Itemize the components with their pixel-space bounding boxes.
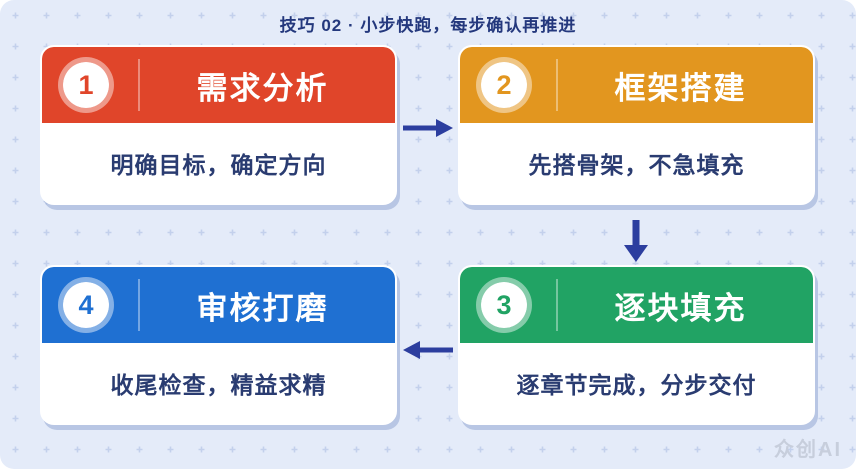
step-4-title: 审核打磨 xyxy=(196,290,329,326)
step-3-header: 3 逐块填充 xyxy=(460,267,813,343)
step-card-1: 1 需求分析 明确目标，确定方向 xyxy=(40,45,397,205)
step-4-header: 4 审核打磨 xyxy=(42,267,395,343)
step-1-number: 1 xyxy=(78,69,94,100)
step-3-title: 逐块填充 xyxy=(614,290,747,326)
arrow-left-icon xyxy=(403,341,453,359)
step-2-header: 2 框架搭建 xyxy=(460,47,813,123)
step-2-description: 先搭骨架，不急填充 xyxy=(460,123,813,203)
step-4-number-badge: 4 xyxy=(58,277,114,333)
step-1-number-badge: 1 xyxy=(58,57,114,113)
step-2-title: 框架搭建 xyxy=(614,70,747,106)
step-2-number: 2 xyxy=(496,69,512,100)
step-card-3: 3 逐块填充 逐章节完成，分步交付 xyxy=(458,265,815,425)
arrow-right-icon xyxy=(403,119,453,137)
watermark: 众创AI xyxy=(774,439,842,461)
step-4-number: 4 xyxy=(78,289,94,320)
header-divider xyxy=(556,59,558,111)
step-1-description: 明确目标，确定方向 xyxy=(42,123,395,203)
step-2-number-badge: 2 xyxy=(476,57,532,113)
step-3-description: 逐章节完成，分步交付 xyxy=(460,343,813,423)
step-1-header: 1 需求分析 xyxy=(42,47,395,123)
step-4-description: 收尾检查，精益求精 xyxy=(42,343,395,423)
step-card-2: 2 框架搭建 先搭骨架，不急填充 xyxy=(458,45,815,205)
step-card-4: 4 审核打磨 收尾检查，精益求精 xyxy=(40,265,397,425)
step-3-number-badge: 3 xyxy=(476,277,532,333)
arrow-down-icon xyxy=(624,220,648,262)
step-1-title: 需求分析 xyxy=(196,70,329,106)
page-title: 技巧 02 · 小步快跑，每步确认再推进 xyxy=(279,16,577,35)
header-divider xyxy=(556,279,558,331)
header-divider xyxy=(138,59,140,111)
step-3-number: 3 xyxy=(496,289,512,320)
header-divider xyxy=(138,279,140,331)
